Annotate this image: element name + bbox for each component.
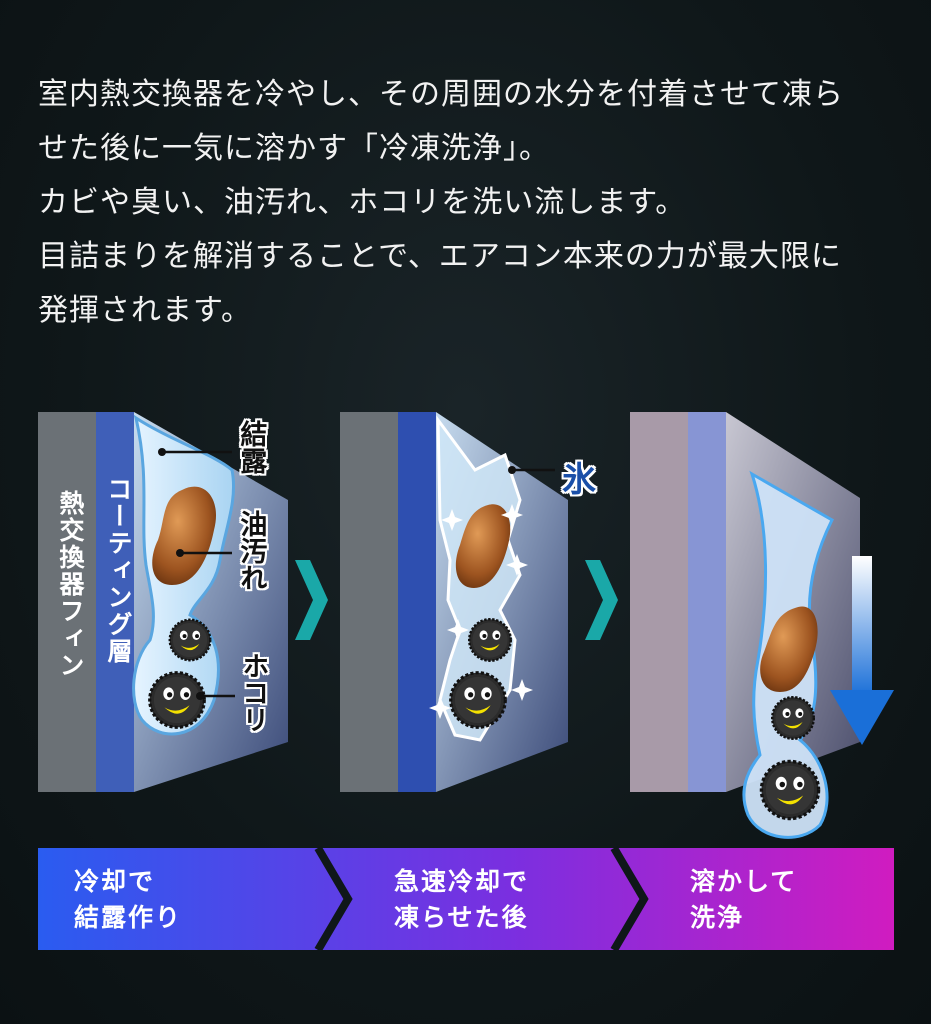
coating-layer-2 [398,412,436,792]
step-3-line-2: 洗浄 [690,903,745,932]
flow-arrow-shaft [852,556,872,696]
dust-ball-large-1 [148,671,206,729]
oil-stain-label: 油汚れ [235,510,267,591]
step-2-line-2: 凍らせた後 [394,903,529,932]
intro-text: 室内熱交換器を冷やし、その周囲の水分を付着させて凍ら せた後に一気に溶かす「冷凍… [38,68,898,338]
flow-arrow-head [830,690,894,745]
coating-layer-1 [96,412,134,792]
step-1-label: 冷却で 結露作り [74,864,182,936]
intro-line-4: 目詰まりを解消することで、エアコン本来の力が最大限に [38,239,842,274]
fin-layer-2 [340,412,398,792]
ice-label: 氷 [562,460,596,500]
step-3-line-1: 溶かして [690,867,798,896]
coating-layer-3 [688,412,726,792]
fin-layer-1 [38,412,96,792]
step-arrow-2 [585,560,618,640]
step-1-line-2: 結露作り [74,903,183,932]
step-divider-1 [314,845,353,953]
fin-label: 熱交換器フィン [56,490,85,679]
condensation-label: 結露 [235,420,267,474]
dust-ball-small-1 [168,618,212,662]
dust-label: ホコリ [237,652,269,733]
step-2-line-1: 急速冷却で [394,867,530,896]
intro-line-5: 発揮されます。 [38,293,252,328]
intro-line-1: 室内熱交換器を冷やし、その周囲の水分を付着させて凍ら [38,77,844,112]
step-2-label: 急速冷却で 凍らせた後 [394,864,529,936]
step-bar [38,848,894,950]
panel-melting [630,412,894,839]
step-3-label: 溶かして 洗浄 [690,864,797,936]
intro-line-3: カビや臭い、油汚れ、ホコリを洗い流します。 [38,185,687,220]
dust-ball-large-3 [759,759,821,821]
fin-layer-3 [630,412,688,792]
step-arrow-1 [295,560,328,640]
dust-ball-small-2 [468,618,512,662]
step-1-line-1: 冷却で [74,867,156,896]
oil-blob-1 [152,486,217,585]
panel-freezing [340,412,568,792]
coating-label: コーティング層 [104,476,133,665]
step-divider-2 [610,845,649,953]
oil-blob-3 [760,606,818,692]
dust-ball-small-3 [771,696,815,740]
intro-line-2: せた後に一気に溶かす「冷凍洗浄」。 [38,131,550,166]
dust-ball-large-2 [449,671,507,729]
panel-condensation [38,412,288,792]
oil-blob-2 [455,504,511,588]
